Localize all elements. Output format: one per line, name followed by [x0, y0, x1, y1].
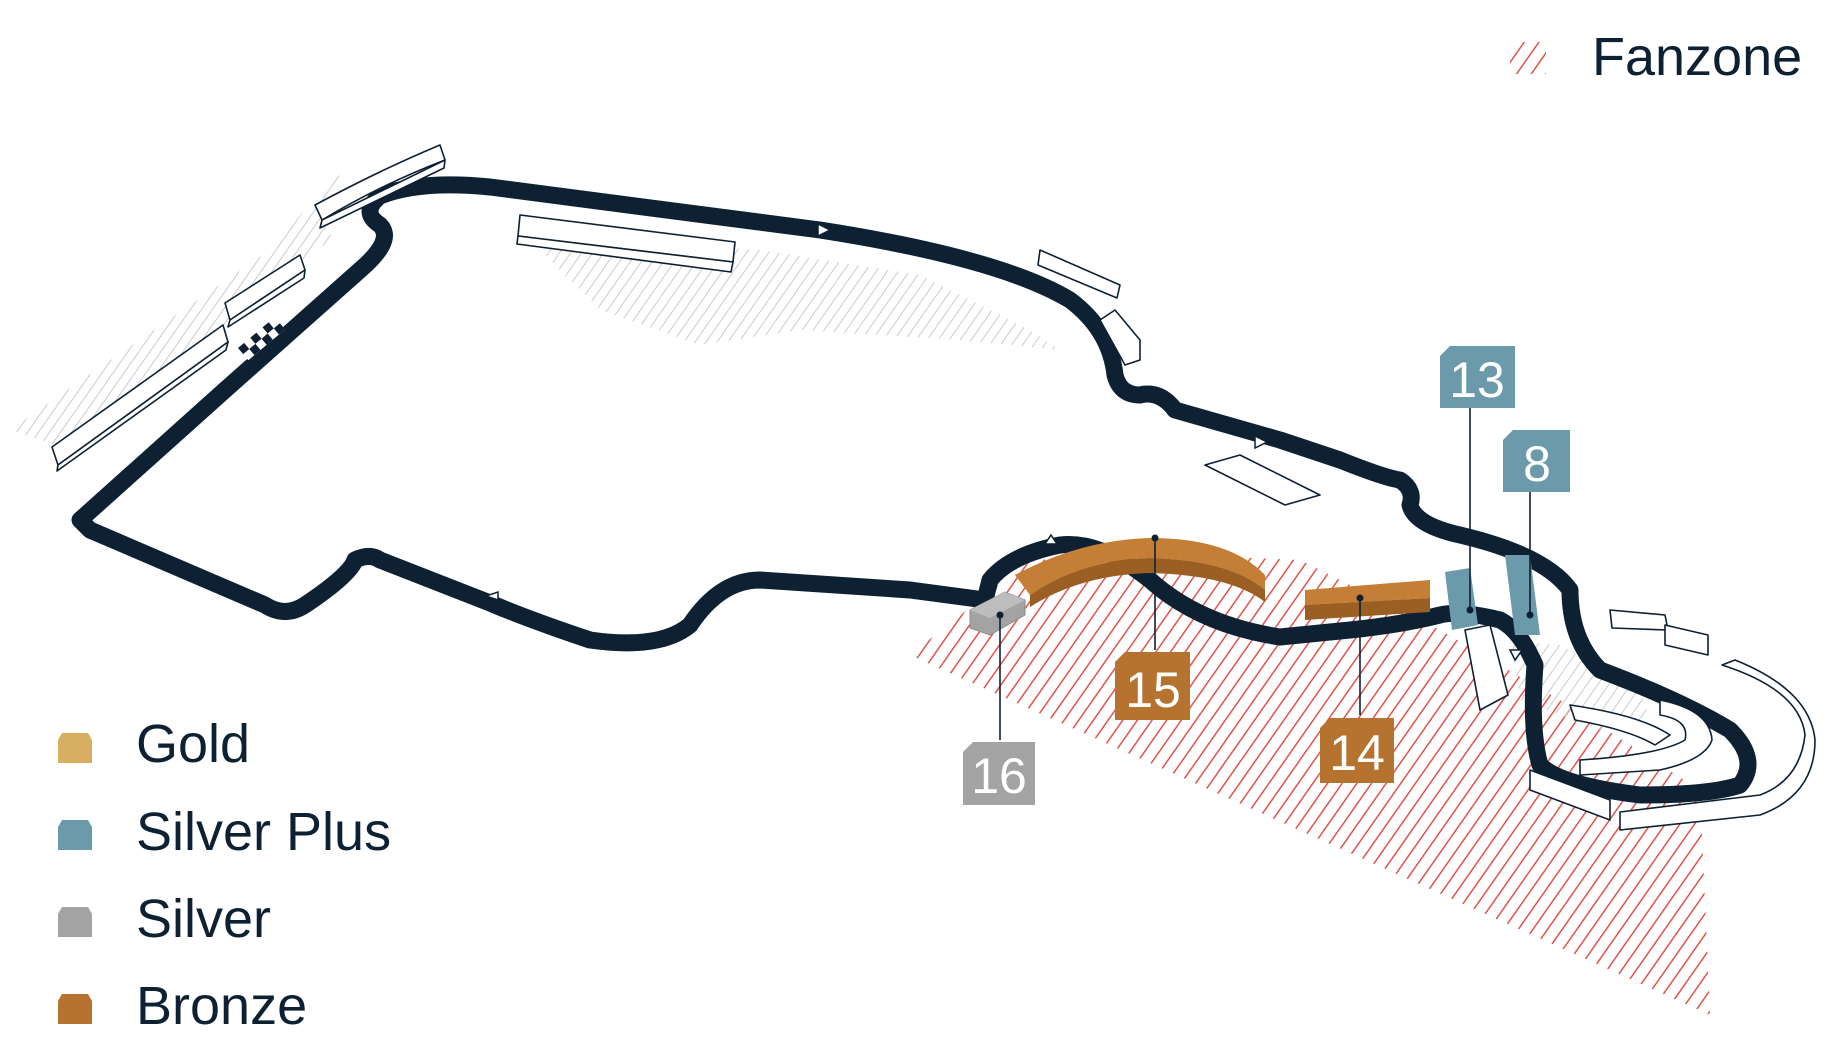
legend-item-silver-plus: Silver Plus [58, 802, 391, 862]
stand-number-16: 16 [971, 748, 1027, 804]
stand-label-13[interactable]: 13 [1440, 346, 1515, 408]
other-grandstands [51, 144, 1816, 831]
race-track [71, 176, 1757, 804]
stand-number-14: 14 [1329, 725, 1385, 781]
fanzone-area [910, 555, 1710, 1015]
legend-swatch-gold [58, 733, 92, 763]
fanzone-legend: Fanzone [1510, 27, 1802, 87]
start-finish-line [238, 317, 286, 361]
fanzone-swatch [1510, 42, 1546, 74]
tier-legend: Gold Silver Plus Silver Bronze [58, 714, 391, 1036]
legend-item-bronze: Bronze [58, 976, 307, 1036]
legend-label-silver: Silver [136, 889, 271, 949]
stand-label-15[interactable]: 15 [1115, 652, 1190, 720]
leader-dots [996, 534, 1534, 619]
stand-label-16[interactable]: 16 [963, 742, 1035, 805]
stand-label-14[interactable]: 14 [1320, 718, 1394, 783]
fanzone-label: Fanzone [1592, 27, 1802, 87]
legend-swatch-bronze [58, 994, 92, 1024]
leader-lines [999, 405, 1531, 740]
legend-item-silver: Silver [58, 889, 271, 949]
legend-label-bronze: Bronze [136, 976, 307, 1036]
stand-14-structure[interactable] [1305, 580, 1430, 620]
grass-areas [10, 170, 1650, 730]
stand-label-8[interactable]: 8 [1503, 430, 1570, 492]
legend-swatch-silver-plus [58, 820, 92, 850]
stand-15-structure[interactable] [1015, 538, 1265, 607]
stand-number-8: 8 [1523, 436, 1551, 492]
legend-label-silver-plus: Silver Plus [136, 802, 391, 862]
stand-number-13: 13 [1449, 352, 1505, 408]
legend-swatch-silver [58, 907, 92, 937]
legend-item-gold: Gold [58, 714, 250, 774]
legend-label-gold: Gold [136, 714, 250, 774]
direction-arrows [483, 222, 1524, 662]
stand-number-15: 15 [1125, 662, 1181, 718]
